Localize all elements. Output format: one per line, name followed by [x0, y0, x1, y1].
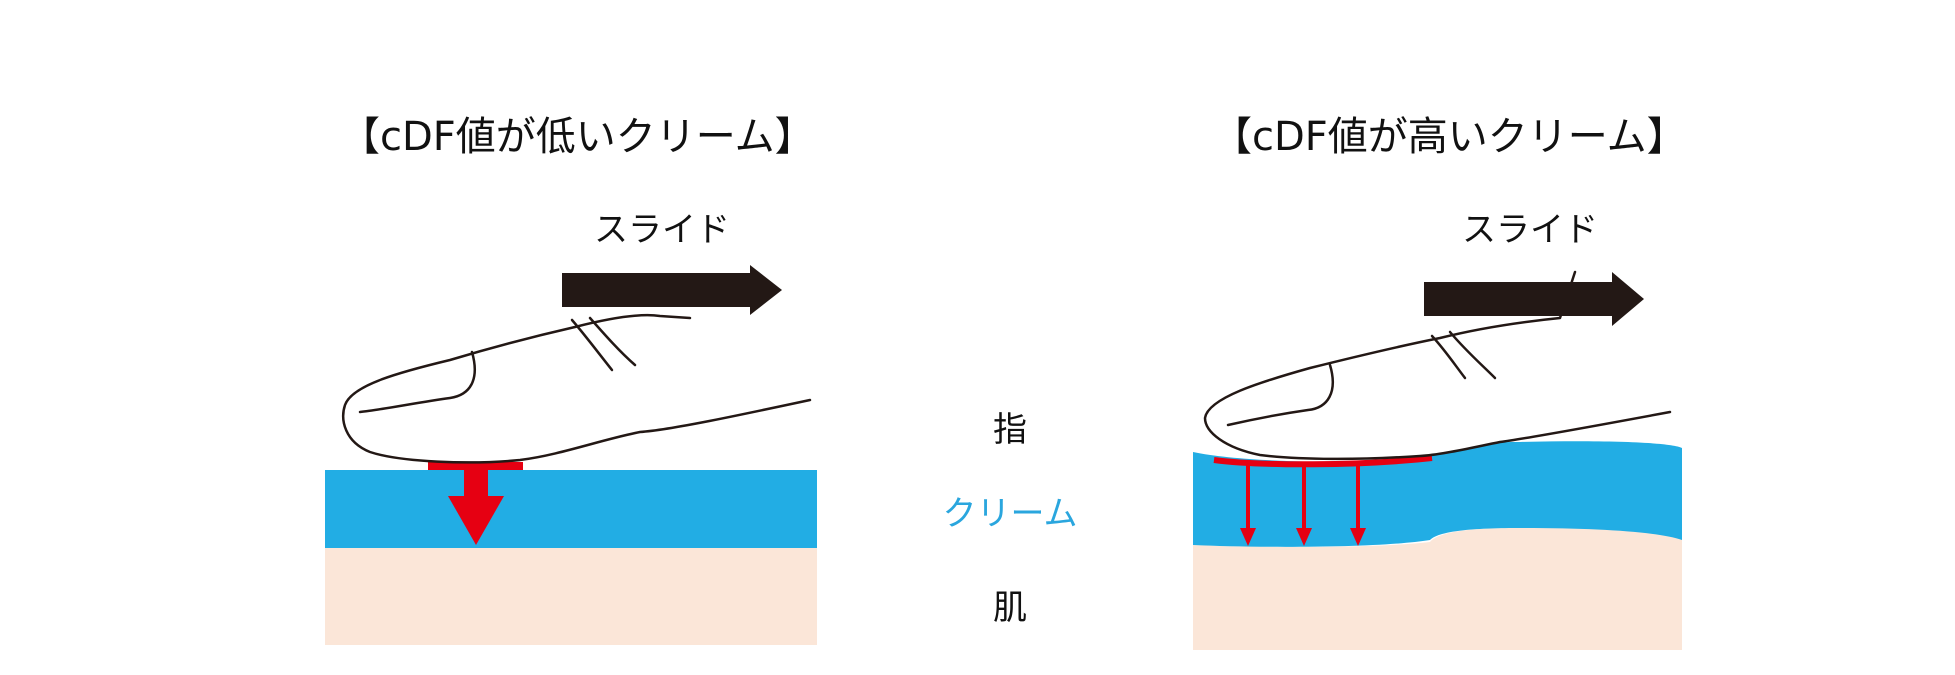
left-slide-label: スライド — [594, 210, 730, 250]
skin-label: 肌 — [993, 588, 1027, 628]
left-pressure-arrow-icon — [448, 468, 504, 545]
cream-label: クリーム — [942, 494, 1078, 534]
right-slide-label: スライド — [1462, 210, 1598, 250]
left-cream-layer — [325, 470, 817, 548]
right-contact-curve — [1213, 455, 1433, 468]
right-skin-layer — [1193, 527, 1682, 650]
right-pressure-arrows-icon — [1240, 464, 1366, 546]
left-panel-title: 【cDF値が低いクリーム】 — [340, 114, 815, 160]
right-slide-arrow-icon — [1424, 272, 1644, 326]
left-skin-layer — [325, 545, 817, 645]
left-finger-icon — [342, 313, 812, 464]
right-panel-title: 【cDF値が高いクリーム】 — [1212, 114, 1687, 160]
right-diagram — [1193, 270, 1682, 650]
left-slide-arrow-icon — [562, 265, 782, 315]
right-finger-icon — [1203, 270, 1672, 461]
left-contact-bar — [428, 462, 523, 470]
right-cream-layer — [1193, 441, 1682, 547]
left-diagram — [325, 265, 817, 645]
finger-label: 指 — [993, 410, 1027, 450]
